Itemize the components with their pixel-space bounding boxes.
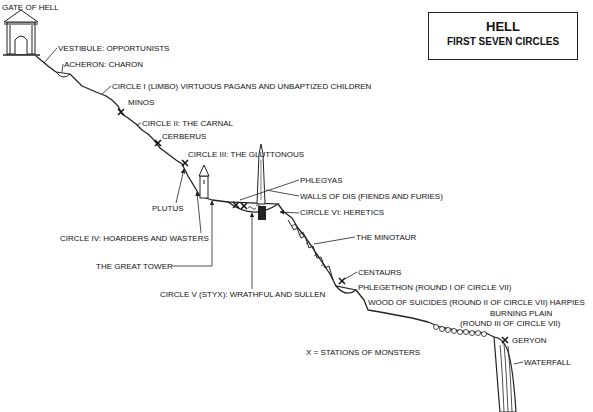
tower-body xyxy=(200,176,208,198)
region-label: THE MINOTAUR xyxy=(356,233,416,243)
rock xyxy=(470,331,475,336)
great-tower xyxy=(199,165,209,198)
title-subheading: FIRST SEVEN CIRCLES xyxy=(429,35,577,48)
region-label: CIRCLE II: THE CARNAL xyxy=(142,119,233,129)
region-label: BURNING PLAIN (ROUND III OF CIRCLE VII) xyxy=(460,309,580,329)
gate-building xyxy=(3,10,40,55)
rock xyxy=(476,331,481,336)
gate-column xyxy=(32,25,33,54)
region-label: MINOS xyxy=(128,98,154,108)
leader-line xyxy=(345,272,357,279)
station-mark xyxy=(233,202,239,208)
region-label: WOOD OF SUICIDES (ROUND II OF CIRCLE VII… xyxy=(368,298,585,308)
region-label: PHLEGYAS xyxy=(300,176,343,186)
descent-path xyxy=(36,56,494,337)
pointer-arrow xyxy=(280,212,299,213)
station-mark xyxy=(502,337,508,343)
rock xyxy=(482,332,487,337)
leader-line xyxy=(266,190,299,196)
gate-wall xyxy=(7,22,35,54)
rock xyxy=(452,329,457,334)
station-mark xyxy=(118,109,124,115)
pointer-arrows xyxy=(172,169,299,289)
title-box: HELLFIRST SEVEN CIRCLES xyxy=(428,12,578,60)
cliff-rocks xyxy=(292,224,326,268)
styx-marsh xyxy=(228,202,278,212)
region-label: GATE OF HELL xyxy=(2,3,59,13)
title-heading: HELL xyxy=(429,19,577,35)
leader-line xyxy=(102,86,111,94)
leader-line xyxy=(314,237,355,244)
station-mark xyxy=(155,140,161,146)
region-label: THE GREAT TOWER xyxy=(96,262,173,272)
region-label: ACHERON: CHARON xyxy=(64,60,143,70)
region-label: PHLEGETHON (ROUND I OF CIRCLE VII) xyxy=(358,283,511,293)
region-label: WATERFALL xyxy=(524,358,571,368)
gate-base xyxy=(3,54,40,56)
gate-column xyxy=(10,25,11,54)
region-label: CIRCLE I (LIMBO) VIRTUOUS PAGANS AND UNB… xyxy=(112,82,371,92)
wall-detail xyxy=(261,160,262,200)
region-label: CERBERUS xyxy=(162,132,206,142)
region-label: CIRCLE IV: HOARDERS AND WASTERS xyxy=(60,234,209,244)
station-mark xyxy=(339,278,345,284)
region-label: CENTAURS xyxy=(358,268,401,278)
region-label: CIRCLE V (STYX): WRATHFUL AND SULLEN xyxy=(160,290,325,300)
leader-line xyxy=(62,64,63,72)
dis-gate-block xyxy=(258,206,266,220)
pointer-arrow xyxy=(252,213,253,289)
acheron-river xyxy=(56,72,70,77)
leader-line xyxy=(137,123,141,125)
waterfall-streaks xyxy=(500,344,512,412)
tower-roof xyxy=(199,165,209,176)
station-mark xyxy=(241,203,247,209)
pointer-arrow xyxy=(197,192,201,233)
cliff-rocks xyxy=(288,220,333,280)
rock xyxy=(464,330,469,335)
region-label: PLUTUS xyxy=(152,204,184,214)
region-label: CIRCLE VI: HERETICS xyxy=(300,208,384,218)
gate-door xyxy=(15,36,27,54)
rock xyxy=(458,330,463,335)
rock xyxy=(434,325,439,330)
waterfall xyxy=(494,337,516,412)
region-label: GERYON xyxy=(512,336,547,346)
phlegethon-river xyxy=(336,286,356,293)
rock xyxy=(440,327,445,332)
leader-lines xyxy=(44,48,523,364)
leader-line xyxy=(514,362,523,364)
leader-line xyxy=(240,180,299,200)
leader-line xyxy=(44,48,57,63)
region-label: WALLS OF DIS (FIENDS AND FURIES) xyxy=(300,192,443,202)
gate-lintel xyxy=(4,24,38,25)
region-label: CIRCLE III: THE GLUTTONOUS xyxy=(188,150,304,160)
pointer-arrow xyxy=(176,169,184,203)
region-label: VESTIBULE: OPPORTUNISTS xyxy=(58,44,169,54)
monster-stations xyxy=(118,109,508,343)
rock xyxy=(446,328,451,333)
region-label: X = STATIONS OF MONSTERS xyxy=(306,348,420,358)
station-mark xyxy=(182,160,188,166)
tower-window xyxy=(204,180,205,184)
